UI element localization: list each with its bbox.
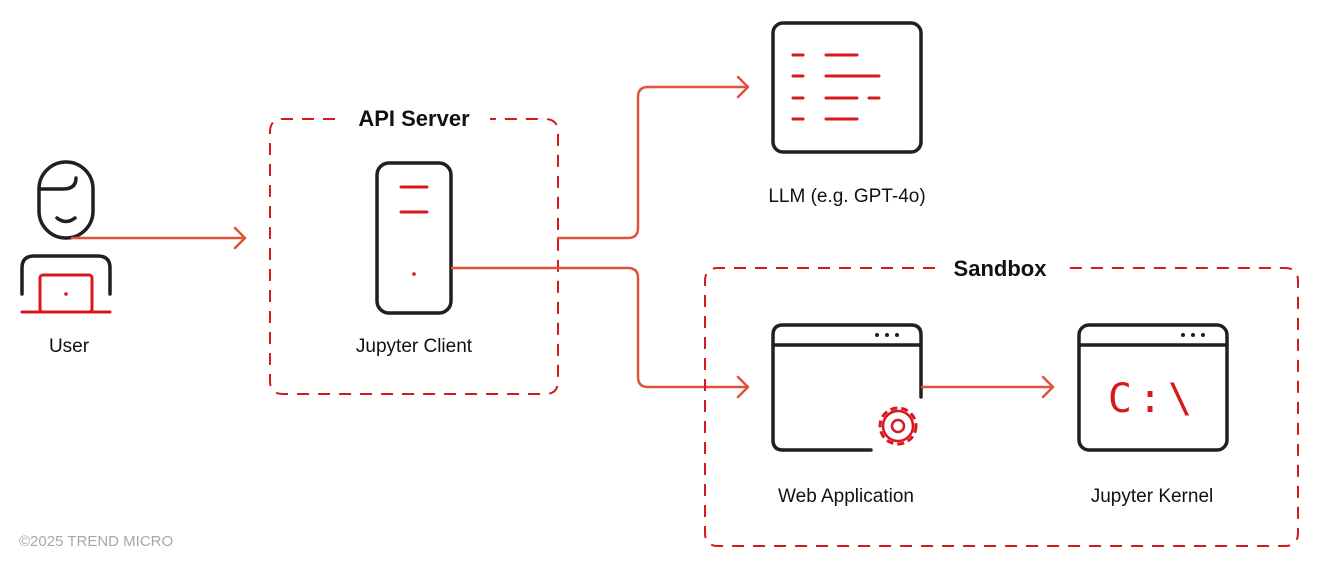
llm-label: LLM (e.g. GPT-4o) (768, 186, 925, 207)
api-server-group: API Server Jupyter Client (269, 106, 559, 395)
jupyter-kernel-label: Jupyter Kernel (1091, 486, 1214, 507)
llm-node: LLM (e.g. GPT-4o) (768, 21, 926, 207)
sandbox-title: Sandbox (954, 256, 1048, 281)
api-server-title: API Server (358, 106, 470, 131)
sandbox-boundary (704, 267, 1299, 547)
web-application-label: Web Application (778, 486, 914, 507)
sandbox-group: Sandbox Web Application C:\ Jupyter Kern… (704, 256, 1299, 547)
jupyter-client-label: Jupyter Client (356, 336, 473, 357)
web-application-icon (771, 323, 923, 452)
user-icon (20, 160, 112, 314)
document-icon (771, 21, 923, 154)
server-icon (375, 161, 453, 315)
terminal-window-icon: C:\ (1077, 323, 1229, 452)
copyright: ©2025 TREND MICRO (19, 533, 173, 550)
gear-icon (878, 406, 918, 446)
api-server-boundary (269, 118, 559, 395)
user-node: User (20, 160, 112, 357)
user-label: User (49, 336, 90, 357)
user-to-api-arrow (70, 226, 247, 250)
api-to-llm-arrow (556, 75, 750, 240)
command-prompt-text: C:\ (1108, 376, 1198, 422)
client-to-webapp-arrow (450, 266, 750, 399)
webapp-to-kernel-arrow (920, 375, 1055, 399)
